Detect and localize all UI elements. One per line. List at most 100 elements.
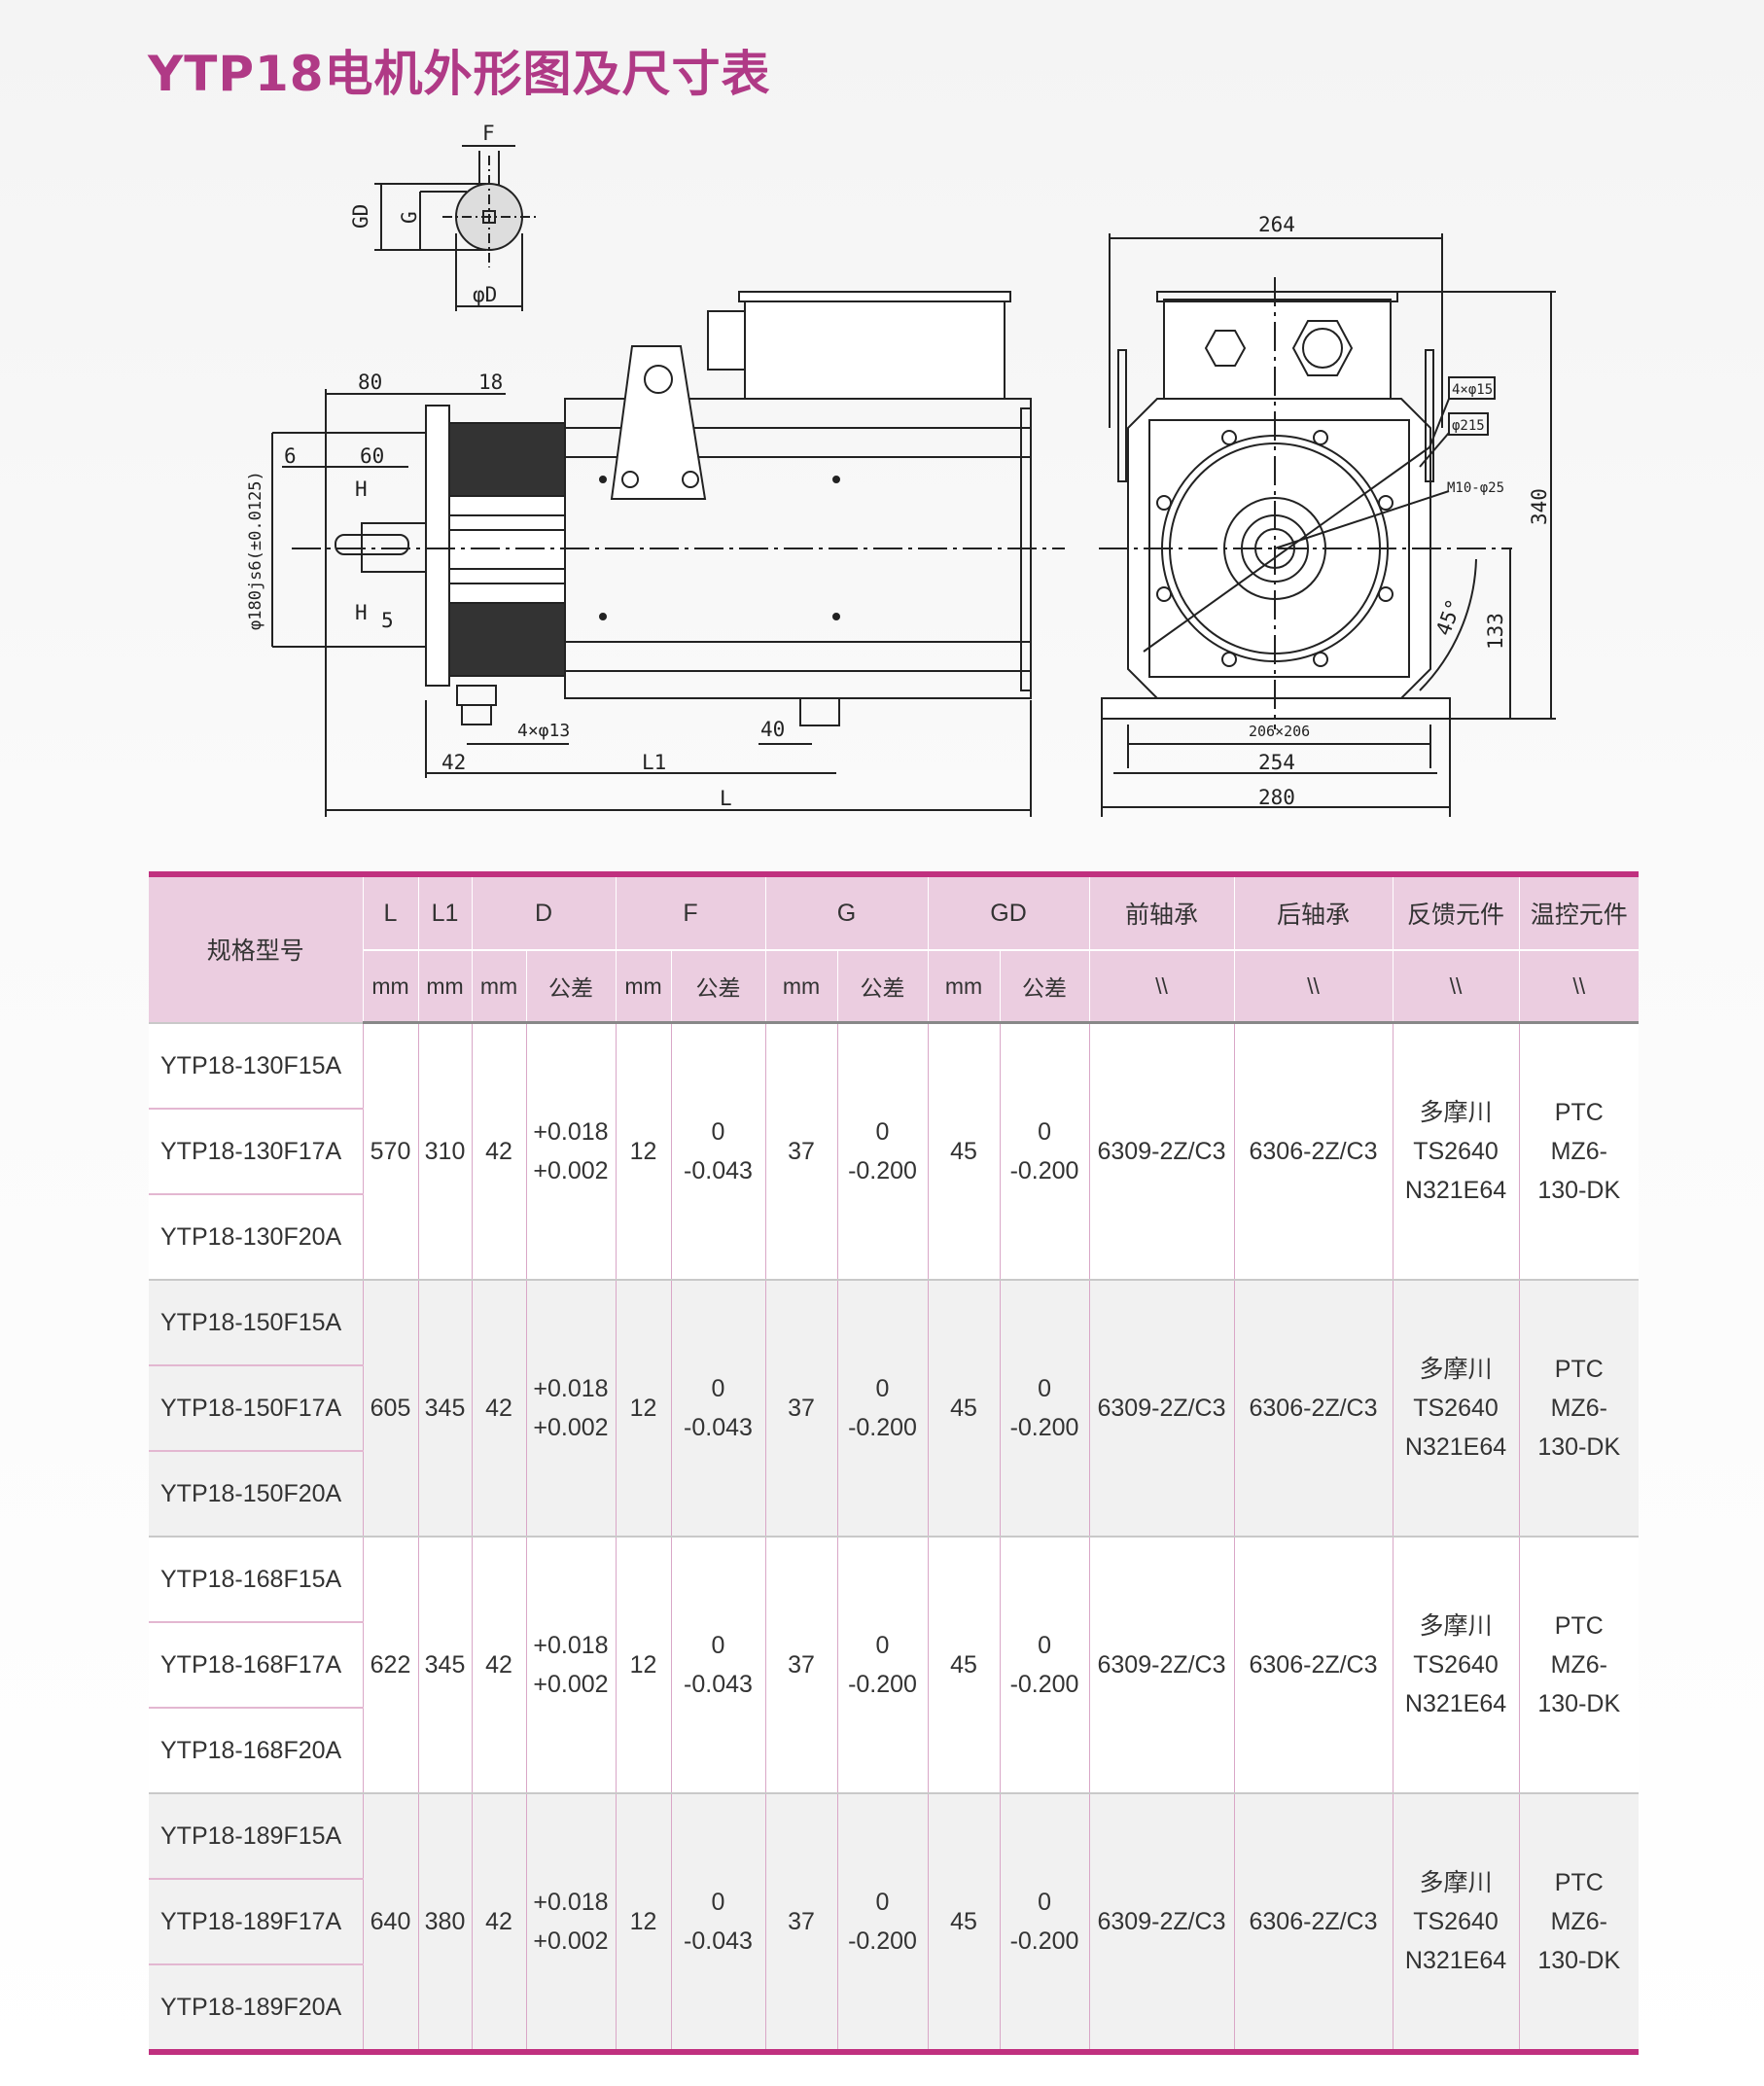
dim-18: 18 <box>478 371 503 394</box>
model-name: YTP18-150F20A <box>149 1450 363 1537</box>
feedback-element-line: 多摩川 <box>1419 1355 1493 1383</box>
tolerance-GD-line: 0 <box>1038 1631 1051 1659</box>
value-L1: 345 <box>417 1535 472 1793</box>
front-bearing: 6309-2Z/C3 <box>1088 1535 1235 1793</box>
rear-bearing: 6306-2Z/C3 <box>1233 1791 1394 2049</box>
table-bottom-bar <box>149 2048 1639 2055</box>
tolerance-G: 0-0.200 <box>836 1278 929 1537</box>
dim-spigot: φ180js6(±0.0125) <box>246 471 265 630</box>
label-M10-phi25: M10-φ25 <box>1447 480 1504 496</box>
header-GD: GD <box>927 877 1090 950</box>
feedback-element-line: TS2640 <box>1413 1137 1499 1165</box>
tolerance-D-line: +0.002 <box>533 1927 609 1955</box>
tolerance-GD: 0-0.200 <box>999 1021 1090 1280</box>
tolerance-GD-line: 0 <box>1038 1374 1051 1402</box>
header-unit: mm <box>362 949 418 1024</box>
tolerance-GD-line: 0 <box>1038 1888 1051 1916</box>
front-bearing: 6309-2Z/C3 <box>1088 1791 1235 2049</box>
dim-5: 5 <box>381 609 394 632</box>
dim-42: 42 <box>441 751 466 774</box>
dim-40: 40 <box>760 718 785 741</box>
label-phi215: φ215 <box>1452 418 1485 434</box>
dim-80: 80 <box>358 371 382 394</box>
thermal-element-line: MZ6- <box>1550 1650 1607 1679</box>
value-GD: 45 <box>927 1278 1001 1537</box>
tolerance-D: +0.018+0.002 <box>525 1535 616 1793</box>
tolerance-F-line: 0 <box>711 1374 725 1402</box>
header-unit: 公差 <box>836 949 929 1024</box>
tolerance-GD: 0 -0.200 <box>999 1535 1090 1793</box>
thermal-element-line: 130-DK <box>1537 1176 1621 1204</box>
tolerance-D: +0.018 +0.002 <box>525 1791 616 2049</box>
tolerance-D-line: +0.002 <box>533 1156 609 1184</box>
value-G: 37 <box>764 1278 837 1537</box>
tolerance-D: +0.018 +0.002 <box>525 1278 616 1537</box>
table-row: YTP18-130F17A <box>149 1108 1639 1195</box>
tolerance-F-line: 0 <box>711 1631 725 1659</box>
header-unit: \\ <box>1392 949 1520 1024</box>
tolerance-F: 0 -0.043 <box>670 1278 765 1537</box>
tolerance-GD-line: 0 <box>1038 1117 1051 1146</box>
dim-phiD: φD <box>473 283 497 306</box>
header-unit: mm <box>927 949 1001 1024</box>
tolerance-D: +0.018 +0.002 <box>525 1021 616 1280</box>
tolerance-D-line: +0.018 <box>533 1888 609 1916</box>
value-D: 42 <box>471 1278 526 1537</box>
header-L1: L1 <box>417 877 472 950</box>
header-unit: mm <box>615 949 671 1024</box>
header-unit: mm <box>417 949 472 1024</box>
tolerance-GD-line: -0.200 <box>1009 1670 1079 1698</box>
label-4xphi15: 4×φ15 <box>1452 382 1493 398</box>
table-row: YTP18-130F20A <box>149 1193 1639 1280</box>
tolerance-F-line: -0.043 <box>684 1413 753 1441</box>
header-front-bearing: 前轴承 <box>1088 877 1235 950</box>
value-L1: 380 <box>417 1791 472 2049</box>
header-unit: 公差 <box>670 949 765 1024</box>
tolerance-F-line: 0 <box>711 1888 725 1916</box>
model-name: YTP18-130F17A <box>149 1108 363 1195</box>
table-row: YTP18-189F17A <box>149 1878 1639 1965</box>
feedback-element-line: TS2640 <box>1413 1650 1499 1679</box>
tolerance-D-line: +0.018 <box>533 1374 609 1402</box>
value-GD: 45 <box>927 1021 1001 1280</box>
dim-133: 133 <box>1484 613 1507 650</box>
header-unit: mm <box>764 949 837 1024</box>
value-L: 570 <box>362 1021 418 1280</box>
thermal-element-line: 130-DK <box>1537 1432 1621 1461</box>
model-name: YTP18-150F15A <box>149 1278 363 1366</box>
header-model: 规格型号 <box>149 877 363 1023</box>
tolerance-GD: 0-0.200 <box>999 1278 1090 1537</box>
tolerance-G: 0-0.200 <box>836 1791 929 2049</box>
tolerance-F-line: -0.043 <box>684 1927 753 1955</box>
feedback-element-line: N321E64 <box>1404 1689 1507 1717</box>
header-unit: 公差 <box>999 949 1090 1024</box>
tolerance-G-line: -0.200 <box>848 1670 917 1698</box>
tolerance-D-line: +0.018 <box>533 1117 609 1146</box>
tolerance-D-line: +0.002 <box>533 1670 609 1698</box>
table-row: YTP18-168F17A <box>149 1621 1639 1709</box>
dim-GD: GD <box>349 204 372 229</box>
tolerance-G-line: -0.200 <box>848 1156 917 1184</box>
dim-60: 60 <box>360 444 384 468</box>
value-GD: 45 <box>927 1535 1001 1793</box>
value-GD: 45 <box>927 1791 1001 2049</box>
thermal-element-line: MZ6- <box>1550 1137 1607 1165</box>
feedback-element-line: TS2640 <box>1413 1907 1499 1935</box>
dim-L: L <box>720 787 732 810</box>
dim-254: 254 <box>1258 751 1295 774</box>
model-name: YTP18-189F20A <box>149 1963 363 2049</box>
dim-280: 280 <box>1258 786 1295 809</box>
tolerance-D-line: +0.002 <box>533 1413 609 1441</box>
dim-6: 6 <box>284 444 297 468</box>
tolerance-F: 0-0.043 <box>670 1021 765 1280</box>
tolerance-GD-line: -0.200 <box>1009 1927 1079 1955</box>
header-D: D <box>471 877 616 950</box>
header-F: F <box>615 877 765 950</box>
rear-bearing: 6306-2Z/C3 <box>1233 1278 1394 1537</box>
tolerance-G-line: 0 <box>875 1631 890 1659</box>
model-name: YTP18-168F20A <box>149 1707 363 1793</box>
thermal-element-line: MZ6- <box>1550 1394 1607 1422</box>
